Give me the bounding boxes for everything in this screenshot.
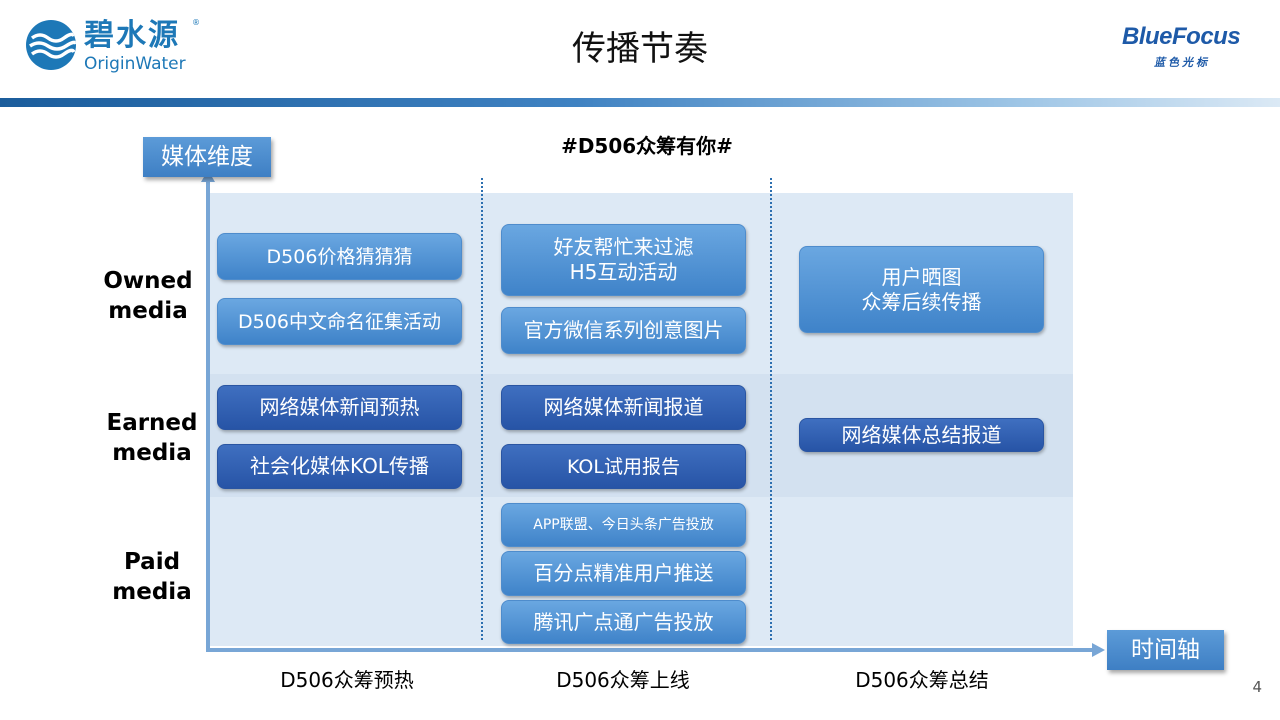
- x-axis-line: [206, 648, 1094, 652]
- owned-warmup-naming-contest: D506中文命名征集活动: [217, 298, 462, 345]
- paid-launch-precision-push: 百分点精准用户推送: [501, 551, 746, 596]
- column-divider: [770, 178, 772, 640]
- logo-right-cn: 蓝色光标: [1154, 56, 1210, 69]
- header-divider-band: [0, 98, 1280, 107]
- water-wave-icon: [26, 20, 76, 70]
- row-label-owned: Owned media: [103, 268, 193, 324]
- registered-mark: ®: [192, 18, 200, 27]
- earned-launch-news: 网络媒体新闻报道: [501, 385, 746, 430]
- earned-warmup-kol: 社会化媒体KOL传播: [217, 444, 462, 489]
- campaign-hashtag: #D506众筹有你#: [561, 134, 733, 158]
- column-label-launch: D506众筹上线: [556, 668, 690, 692]
- paid-launch-app-ads: APP联盟、今日头条广告投放: [501, 503, 746, 547]
- logo-right-en: BlueFocus: [1122, 23, 1241, 50]
- x-axis-arrow-icon: [1092, 643, 1105, 657]
- owned-warmup-price-guess: D506价格猜猜猜: [217, 233, 462, 280]
- page-title: 传播节奏: [572, 29, 708, 69]
- column-divider: [481, 178, 483, 640]
- paid-launch-tencent-ads: 腾讯广点通广告投放: [501, 600, 746, 644]
- y-axis-label: 媒体维度: [143, 137, 271, 177]
- bluefocus-logo: BlueFocus 蓝色光标: [1118, 18, 1258, 74]
- logo-left-en: OriginWater: [84, 54, 186, 74]
- column-label-summary: D506众筹总结: [855, 668, 989, 692]
- y-axis-line: [206, 176, 210, 652]
- earned-summary-news: 网络媒体总结报道: [799, 418, 1044, 452]
- page-number: 4: [1252, 678, 1262, 696]
- row-label-earned: Earned media: [106, 410, 198, 466]
- x-axis-label: 时间轴: [1107, 630, 1224, 670]
- earned-launch-kol-report: KOL试用报告: [501, 444, 746, 489]
- owned-summary-user-sharing: 用户晒图 众筹后续传播: [799, 246, 1044, 333]
- owned-launch-wechat-images: 官方微信系列创意图片: [501, 307, 746, 354]
- row-label-paid: Paid media: [112, 549, 192, 605]
- earned-warmup-news: 网络媒体新闻预热: [217, 385, 462, 430]
- column-label-warmup: D506众筹预热: [280, 668, 414, 692]
- originwater-logo: 碧水源 ® OriginWater: [26, 18, 206, 76]
- logo-left-cn: 碧水源: [84, 18, 180, 53]
- owned-launch-h5-activity: 好友帮忙来过滤 H5互动活动: [501, 224, 746, 296]
